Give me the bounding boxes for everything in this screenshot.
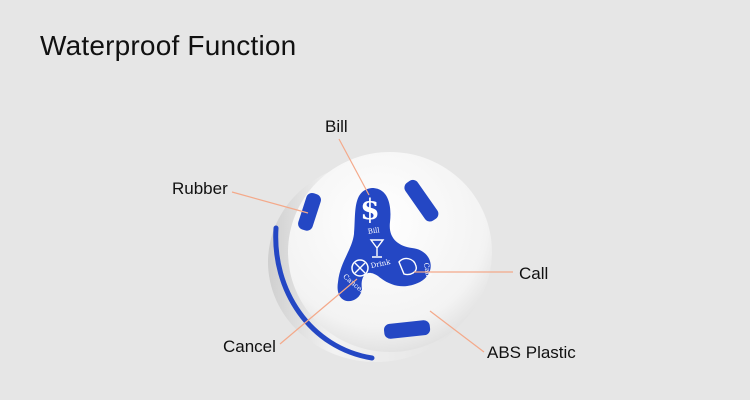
callout-rubber: Rubber (172, 179, 228, 198)
dollar-icon: $ (360, 193, 379, 226)
callout-call: Call (519, 264, 549, 283)
button-shape (337, 188, 431, 302)
call-icon (398, 257, 417, 276)
button-bill-text: Bill (367, 226, 381, 236)
leader-bill (338, 138, 370, 196)
page-title: Waterproof Function (40, 30, 297, 61)
leader-rubber (231, 191, 309, 214)
leader-lines (231, 138, 513, 353)
drink-icon (369, 239, 385, 258)
callout-cancel: Cancel (223, 337, 276, 356)
tri-button: $ Bill Drink Cancel Call (337, 188, 432, 302)
rubber-slot-left (298, 193, 321, 231)
leader-abs (429, 310, 485, 353)
rubber-slots (298, 179, 439, 339)
button-call-text: Call (422, 262, 432, 278)
leader-cancel (279, 278, 358, 345)
rubber-slot-right (404, 179, 439, 222)
rubber-ring (273, 225, 375, 361)
callout-abs-plastic: ABS Plastic (487, 343, 576, 362)
cancel-x-mark (354, 262, 366, 274)
rubber-slot-bottom (383, 320, 431, 339)
cancel-icon (351, 259, 369, 277)
callout-bill: Bill (325, 117, 348, 136)
